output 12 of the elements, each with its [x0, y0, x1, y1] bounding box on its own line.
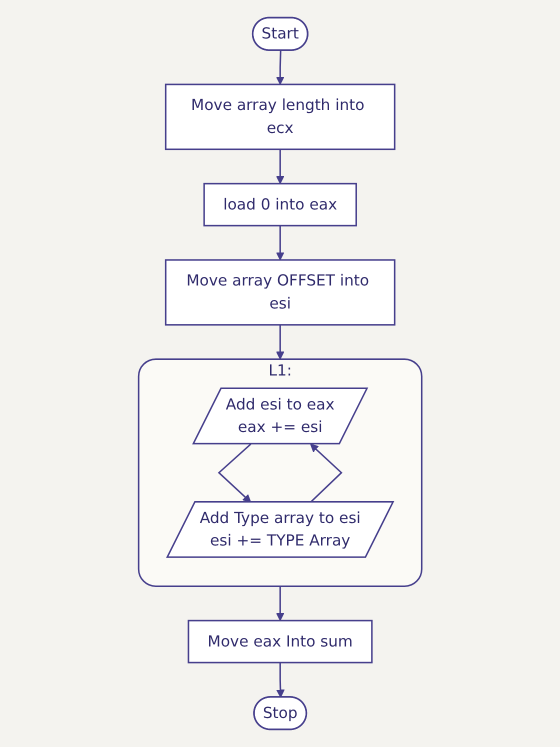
arrow	[276, 149, 284, 184]
arrow	[276, 586, 284, 621]
node-box: Move array OFFSET into esi	[164, 259, 396, 326]
node-box: Move eax Into sum	[188, 620, 372, 664]
node-box: load 0 into eax	[203, 182, 357, 226]
arrow	[276, 324, 284, 360]
arrow	[310, 444, 342, 503]
arrow	[218, 444, 252, 503]
arrow	[276, 226, 284, 260]
arrow	[276, 662, 284, 698]
arrow	[276, 50, 284, 85]
node-box: Move array length into ecx	[164, 84, 396, 150]
